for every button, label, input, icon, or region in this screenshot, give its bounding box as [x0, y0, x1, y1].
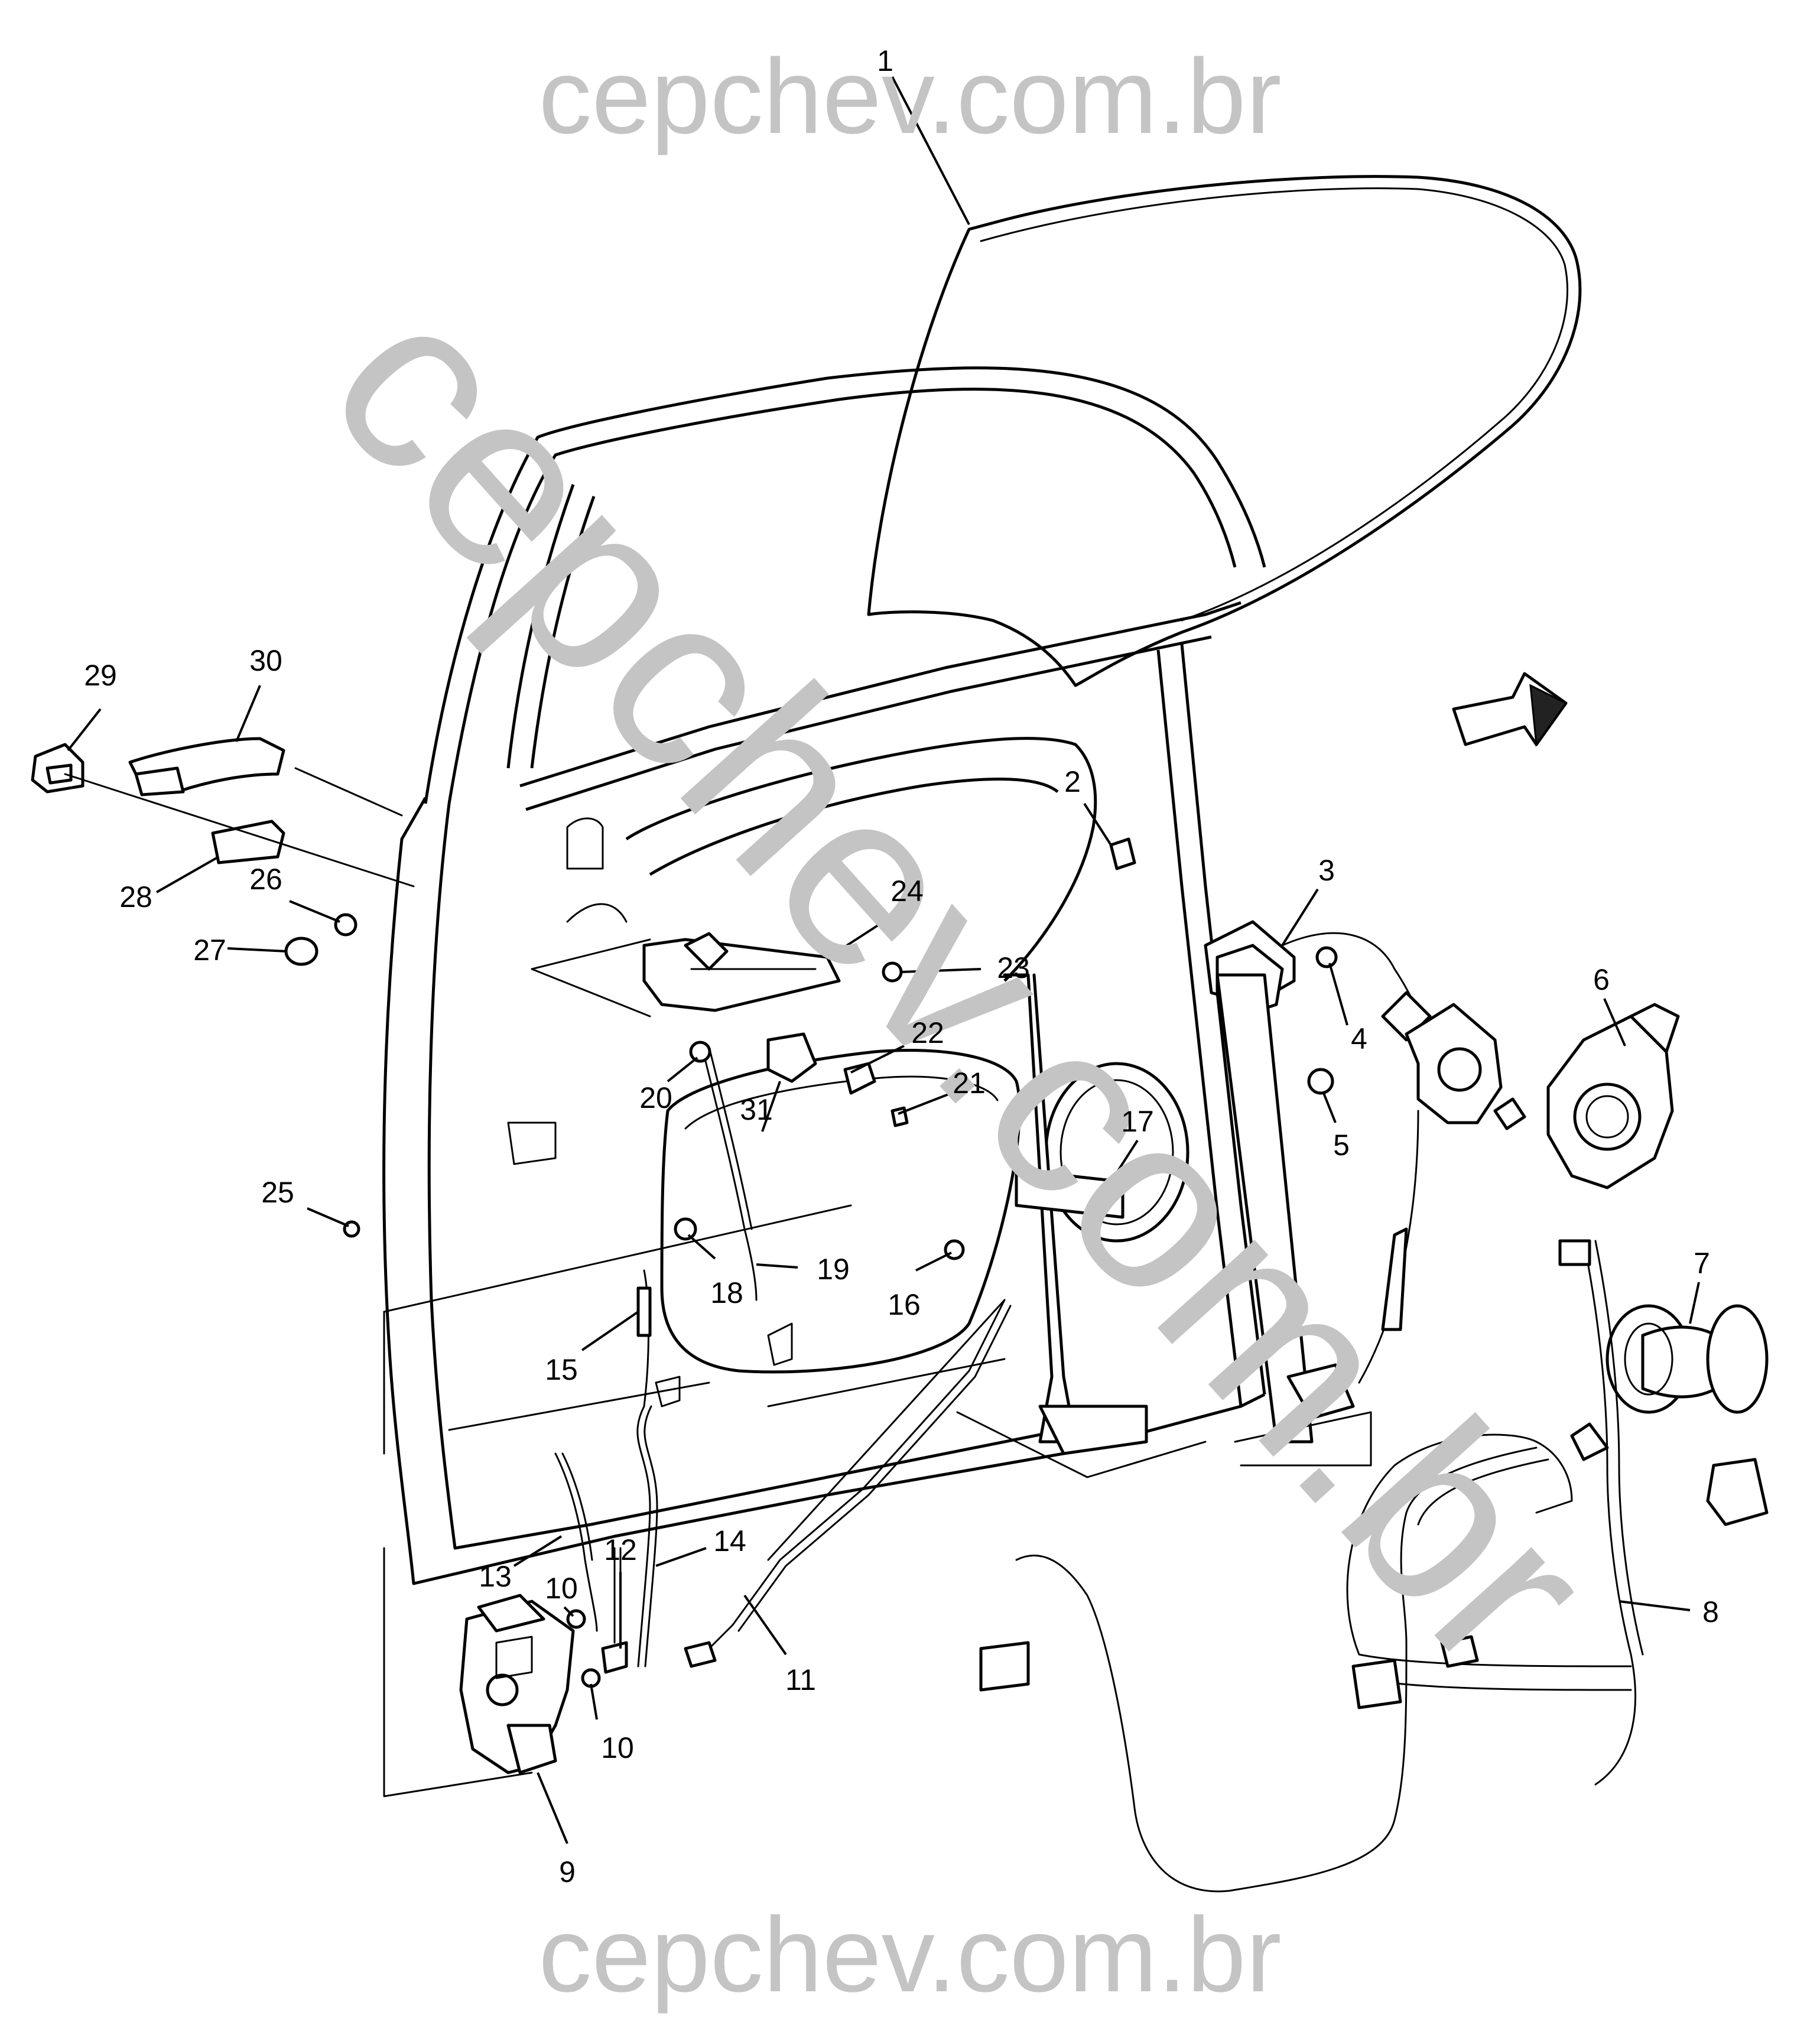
- callout-14: 14: [713, 1524, 746, 1558]
- callout-10-upper: 10: [545, 1572, 578, 1605]
- callout-3: 3: [1318, 854, 1335, 887]
- callout-11: 11: [785, 1663, 816, 1696]
- inside-handle: [642, 932, 876, 1095]
- rods-and-cables: [554, 1051, 1012, 1668]
- callout-13: 13: [479, 1560, 512, 1593]
- door-frame: [382, 366, 1266, 1585]
- window-glass: [867, 175, 1582, 687]
- callout-12: 12: [604, 1533, 637, 1566]
- part-12-clip: [601, 1641, 628, 1674]
- callout-labels: 1 2 3 4 5 6 7 8 9 10 10 11 12 13 14 15 1…: [84, 44, 1719, 1888]
- assembly-brackets: [383, 938, 1372, 1797]
- callout-27: 27: [193, 934, 226, 967]
- part-4-bolt: [1315, 946, 1338, 968]
- watermark-bottom: cepchev.com.br: [538, 1896, 1281, 2014]
- front-direction-arrow-icon: [1452, 672, 1568, 747]
- wiring-harness: [979, 1239, 1769, 1893]
- watermark-top: cepchev.com.br: [538, 37, 1281, 156]
- callout-30: 30: [249, 644, 282, 677]
- callout-16: 16: [888, 1288, 921, 1321]
- callout-18: 18: [710, 1276, 743, 1309]
- callout-24: 24: [890, 875, 924, 908]
- callout-22: 22: [911, 1016, 944, 1049]
- callout-10-lower: 10: [601, 1731, 634, 1764]
- leader-lines: [67, 76, 1700, 1844]
- window-regulator: [1204, 920, 1526, 1444]
- window-channel: [1003, 973, 1148, 1455]
- part-2-clip: [1109, 837, 1136, 870]
- regulator-motor: [1546, 1003, 1680, 1189]
- outside-handle: [31, 737, 415, 888]
- callout-5: 5: [1333, 1129, 1350, 1162]
- callout-25: 25: [261, 1176, 294, 1209]
- callout-20: 20: [639, 1081, 672, 1114]
- callout-15: 15: [545, 1353, 578, 1386]
- door-latch: [459, 1594, 575, 1774]
- part-10-screw-lower: [581, 1668, 601, 1688]
- callout-29: 29: [84, 659, 117, 692]
- callout-28: 28: [119, 880, 152, 914]
- part-26-screw: [334, 913, 358, 937]
- callout-17: 17: [1121, 1105, 1154, 1138]
- callout-6: 6: [1593, 963, 1610, 996]
- part-27-cap: [284, 937, 318, 966]
- callout-19: 19: [817, 1253, 850, 1286]
- part-5-bolt: [1307, 1068, 1334, 1095]
- callout-2: 2: [1064, 765, 1081, 798]
- callout-23: 23: [997, 951, 1030, 984]
- callout-21: 21: [953, 1067, 986, 1100]
- callout-7: 7: [1694, 1247, 1710, 1280]
- part-16-nut: [944, 1239, 965, 1260]
- fasteners: [284, 837, 1338, 1688]
- callout-4: 4: [1351, 1022, 1367, 1055]
- harness-grommet: [1606, 1304, 1769, 1414]
- callout-31: 31: [740, 1093, 773, 1126]
- callout-26: 26: [249, 863, 282, 896]
- callout-9: 9: [559, 1855, 576, 1888]
- part-18-nut: [674, 1217, 697, 1241]
- callout-8: 8: [1702, 1595, 1719, 1628]
- callout-1: 1: [877, 44, 893, 77]
- part-20-clip: [689, 1041, 711, 1063]
